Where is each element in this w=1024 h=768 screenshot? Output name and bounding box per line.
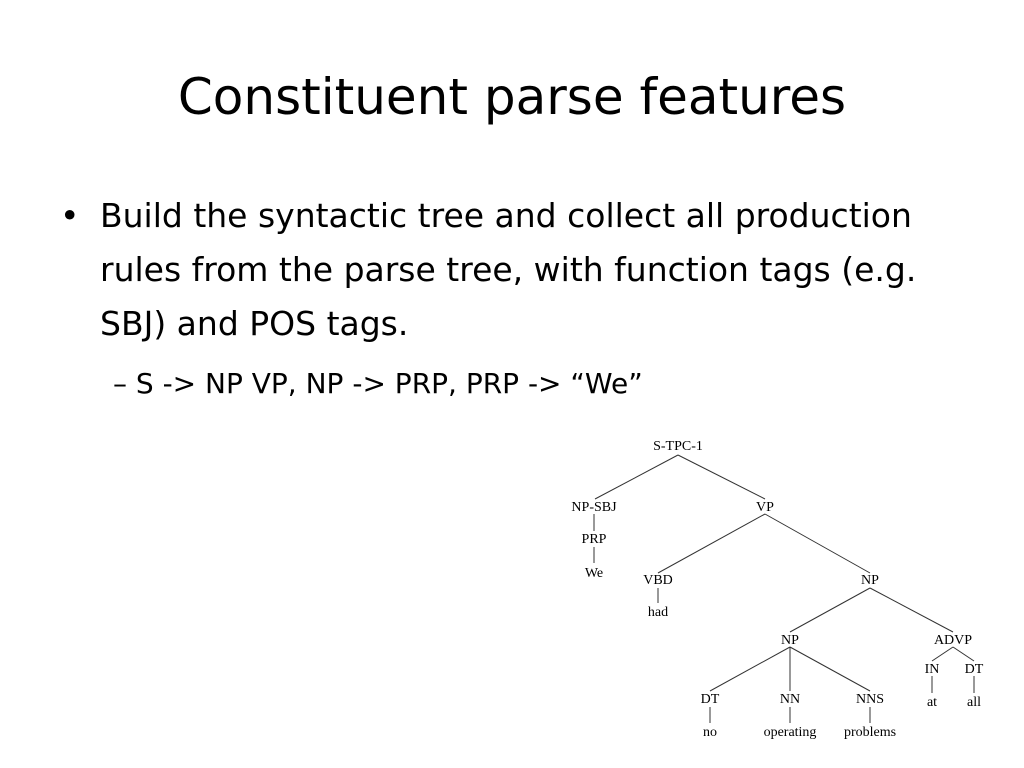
bullet-item: • Build the syntactic tree and collect a… xyxy=(60,189,960,351)
leaf-problems: problems xyxy=(844,725,896,740)
node-np-top: NP xyxy=(861,573,879,588)
node-dt-all: DT xyxy=(965,662,984,677)
node-in: IN xyxy=(925,662,940,677)
node-nns: NNS xyxy=(856,692,884,707)
leaf-had: had xyxy=(648,605,668,620)
tree-edges xyxy=(593,454,975,723)
leaf-operating: operating xyxy=(764,725,817,740)
leaf-we: We xyxy=(585,566,603,581)
bullet-text: Build the syntactic tree and collect all… xyxy=(100,196,917,343)
node-dt-no: DT xyxy=(701,692,720,707)
node-advp: ADVP xyxy=(934,633,972,648)
parse-tree-diagram: S-TPC-1 NP-SBJ VP PRP We VBD NP had NP A… xyxy=(571,439,984,740)
sub-bullet: – S -> NP VP, NP -> PRP, PRP -> “We” xyxy=(113,367,643,400)
node-nn: NN xyxy=(780,692,800,707)
node-vp: VP xyxy=(756,500,774,515)
leaf-no: no xyxy=(703,725,717,740)
node-np-sbj: NP-SBJ xyxy=(571,500,617,515)
node-prp: PRP xyxy=(582,532,607,547)
leaf-at: at xyxy=(927,695,937,710)
slide-title: Constituent parse features xyxy=(177,68,847,126)
bullet-dot: • xyxy=(60,196,80,235)
node-s-tpc-1: S-TPC-1 xyxy=(653,439,703,454)
leaf-all: all xyxy=(967,695,981,710)
node-vbd: VBD xyxy=(643,573,673,588)
node-np-inner: NP xyxy=(781,633,799,648)
